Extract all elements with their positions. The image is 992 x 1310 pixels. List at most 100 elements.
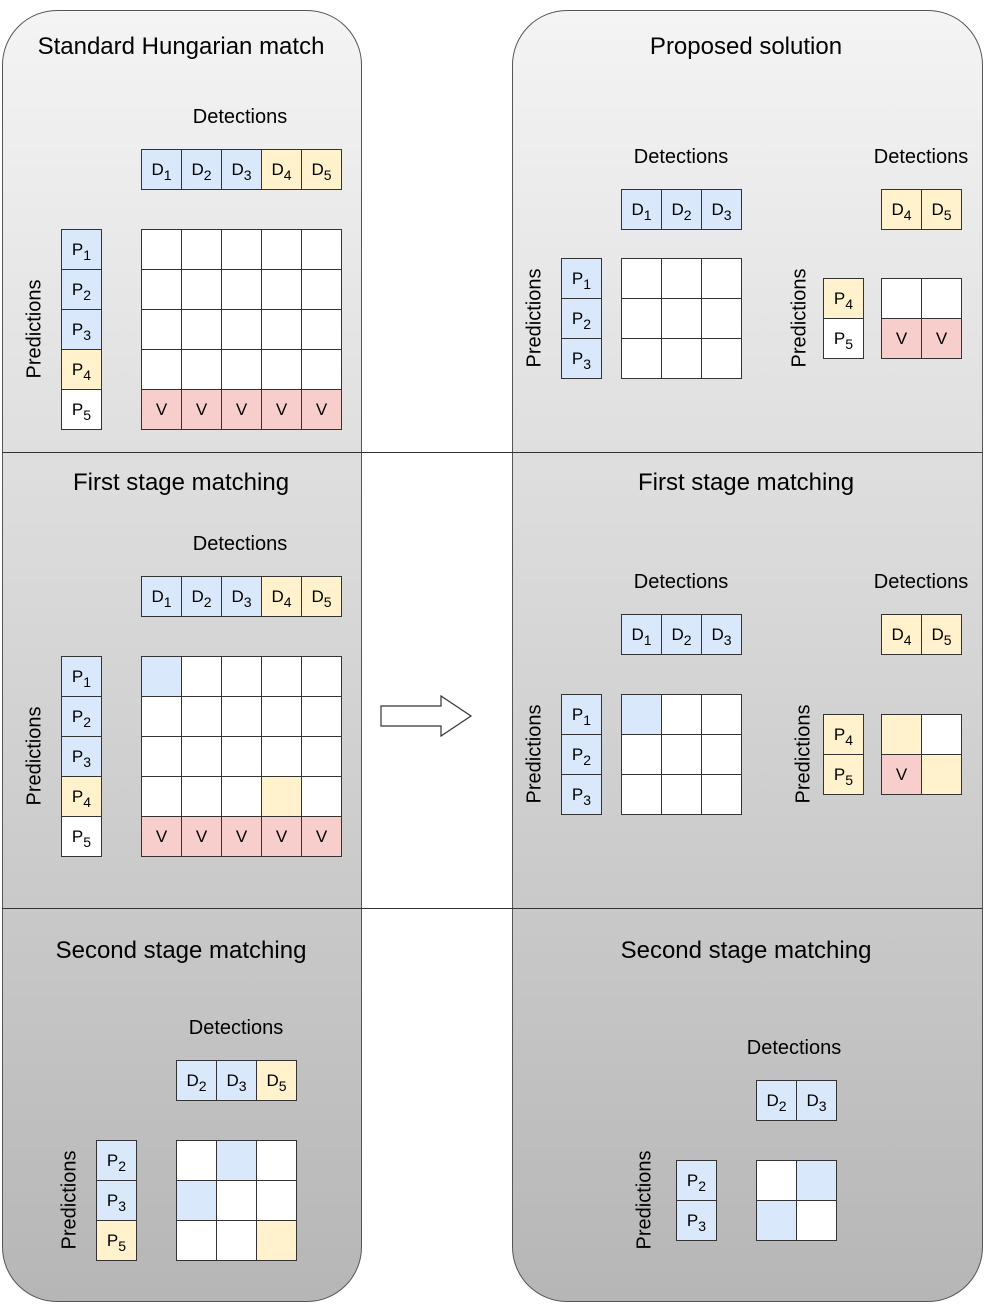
- standard-matrix-cell: [141, 349, 182, 390]
- right-first-a-prediction-cell: P1: [561, 694, 602, 735]
- standard-detection-cell: D2: [181, 149, 222, 190]
- proposed-a-matrix-cell: [701, 338, 742, 379]
- standard-matrix-cell: [261, 229, 302, 270]
- left-second-prediction-cell: P2: [96, 1140, 137, 1181]
- left-second-matrix-cell: [216, 1140, 257, 1181]
- standard-matrix-cell: [221, 309, 262, 350]
- left-first-matrix-cell: [221, 736, 262, 777]
- proposed-a-predictions-label: Predictions: [523, 268, 546, 368]
- left-first-matrix-cell: [221, 776, 262, 817]
- right-second-prediction-cell: P3: [676, 1200, 717, 1241]
- proposed-a-prediction-cell: P2: [561, 298, 602, 339]
- right-first-b-prediction-cell: P4: [823, 714, 864, 755]
- standard-matrix-cell: [141, 269, 182, 310]
- left-first-matrix-cell: [181, 656, 222, 697]
- left-second-prediction-cell: P5: [96, 1220, 137, 1261]
- right-first-a-detection-cell: D3: [701, 614, 742, 655]
- left-first-detection-cell: D5: [301, 576, 342, 617]
- left-first-matrix-cell: [221, 696, 262, 737]
- left-first-prediction-cell: P2: [61, 696, 102, 737]
- left-second-matrix-cell: [256, 1180, 297, 1221]
- right-first-a-matrix-cell: [661, 734, 702, 775]
- left-first-matrix-cell: [141, 776, 182, 817]
- left-first-matrix-cell: [181, 776, 222, 817]
- right-first-a-detections-label: Detections: [633, 571, 729, 593]
- left-first-matrix-cell: V: [221, 816, 262, 857]
- left-second-matrix-cell: [176, 1220, 217, 1261]
- left-first-matrix-cell: [141, 696, 182, 737]
- right-first-b-matrix-cell: [921, 714, 962, 755]
- right-first-a-matrix-cell: [661, 694, 702, 735]
- standard-prediction-cell: P4: [61, 349, 102, 390]
- left-first-matrix-cell: [141, 656, 182, 697]
- left-second-matrix-cell: [256, 1140, 297, 1181]
- left-first-predictions-label: Predictions: [23, 706, 46, 806]
- proposed-a-prediction-cell: P1: [561, 258, 602, 299]
- left-first-detection-cell: D2: [181, 576, 222, 617]
- standard-matrix-cell: [301, 269, 342, 310]
- proposed-b-detections-label: Detections: [873, 146, 969, 168]
- standard-predictions-label: Predictions: [23, 279, 46, 379]
- proposed-a-detection-cell: D1: [621, 189, 662, 230]
- proposed-a-prediction-cell: P3: [561, 338, 602, 379]
- right-first-a-matrix-cell: [701, 774, 742, 815]
- left-first-matrix-cell: V: [261, 816, 302, 857]
- left-first-matrix-cell: [301, 736, 342, 777]
- right-first-a-prediction-cell: P3: [561, 774, 602, 815]
- right-second-matrix-cell: [796, 1160, 837, 1201]
- standard-detection-cell: D4: [261, 149, 302, 190]
- proposed-b-detection-cell: D5: [921, 189, 962, 230]
- right-first-b-predictions-label: Predictions: [792, 704, 815, 804]
- proposed-a-matrix-cell: [621, 298, 662, 339]
- right-first-b-matrix-cell: [921, 754, 962, 795]
- standard-matrix-cell: V: [181, 389, 222, 430]
- standard-detection-cell: D5: [301, 149, 342, 190]
- left-first-matrix-cell: [301, 696, 342, 737]
- title-right-second-stage: Second stage matching: [620, 937, 872, 964]
- standard-matrix-cell: [181, 229, 222, 270]
- left-second-detection-cell: D3: [216, 1060, 257, 1101]
- title-standard-hungarian: Standard Hungarian match: [37, 33, 325, 60]
- left-first-detections-label: Detections: [192, 533, 288, 555]
- standard-matrix-cell: [141, 309, 182, 350]
- right-first-b-detections-label: Detections: [873, 571, 969, 593]
- right-first-a-matrix-cell: [621, 774, 662, 815]
- right-first-a-matrix-cell: [701, 694, 742, 735]
- left-first-matrix-cell: [141, 736, 182, 777]
- right-second-detection-cell: D2: [756, 1080, 797, 1121]
- standard-matrix-cell: [221, 229, 262, 270]
- proposed-b-matrix-cell: V: [881, 318, 922, 359]
- left-first-matrix-cell: [261, 776, 302, 817]
- standard-matrix-cell: [301, 309, 342, 350]
- proposed-b-matrix-cell: V: [921, 318, 962, 359]
- right-second-detections-label: Detections: [746, 1037, 842, 1059]
- right-second-matrix-cell: [756, 1160, 797, 1201]
- left-first-matrix-cell: [261, 736, 302, 777]
- left-second-matrix-cell: [216, 1180, 257, 1221]
- title-left-second-stage: Second stage matching: [55, 937, 307, 964]
- left-first-matrix-cell: [301, 656, 342, 697]
- right-first-a-prediction-cell: P2: [561, 734, 602, 775]
- left-second-matrix-cell: [176, 1180, 217, 1221]
- standard-matrix-cell: V: [301, 389, 342, 430]
- right-first-a-matrix-cell: [621, 734, 662, 775]
- proposed-a-matrix-cell: [661, 258, 702, 299]
- left-first-matrix-cell: V: [181, 816, 222, 857]
- standard-prediction-cell: P3: [61, 309, 102, 350]
- standard-matrix-cell: [221, 269, 262, 310]
- left-first-detection-cell: D4: [261, 576, 302, 617]
- right-first-b-prediction-cell: P5: [823, 754, 864, 795]
- proposed-a-detection-cell: D3: [701, 189, 742, 230]
- right-second-matrix-cell: [796, 1200, 837, 1241]
- right-first-b-matrix-cell: [881, 714, 922, 755]
- standard-matrix-cell: V: [221, 389, 262, 430]
- standard-detections-label: Detections: [192, 106, 288, 128]
- standard-matrix-cell: [261, 269, 302, 310]
- right-first-a-matrix-cell: [661, 774, 702, 815]
- left-second-detections-label: Detections: [188, 1017, 284, 1039]
- right-first-b-detection-cell: D5: [921, 614, 962, 655]
- left-first-detection-cell: D1: [141, 576, 182, 617]
- proposed-a-detections-label: Detections: [633, 146, 729, 168]
- left-first-matrix-cell: [261, 696, 302, 737]
- title-right-first-stage: First stage matching: [637, 469, 855, 496]
